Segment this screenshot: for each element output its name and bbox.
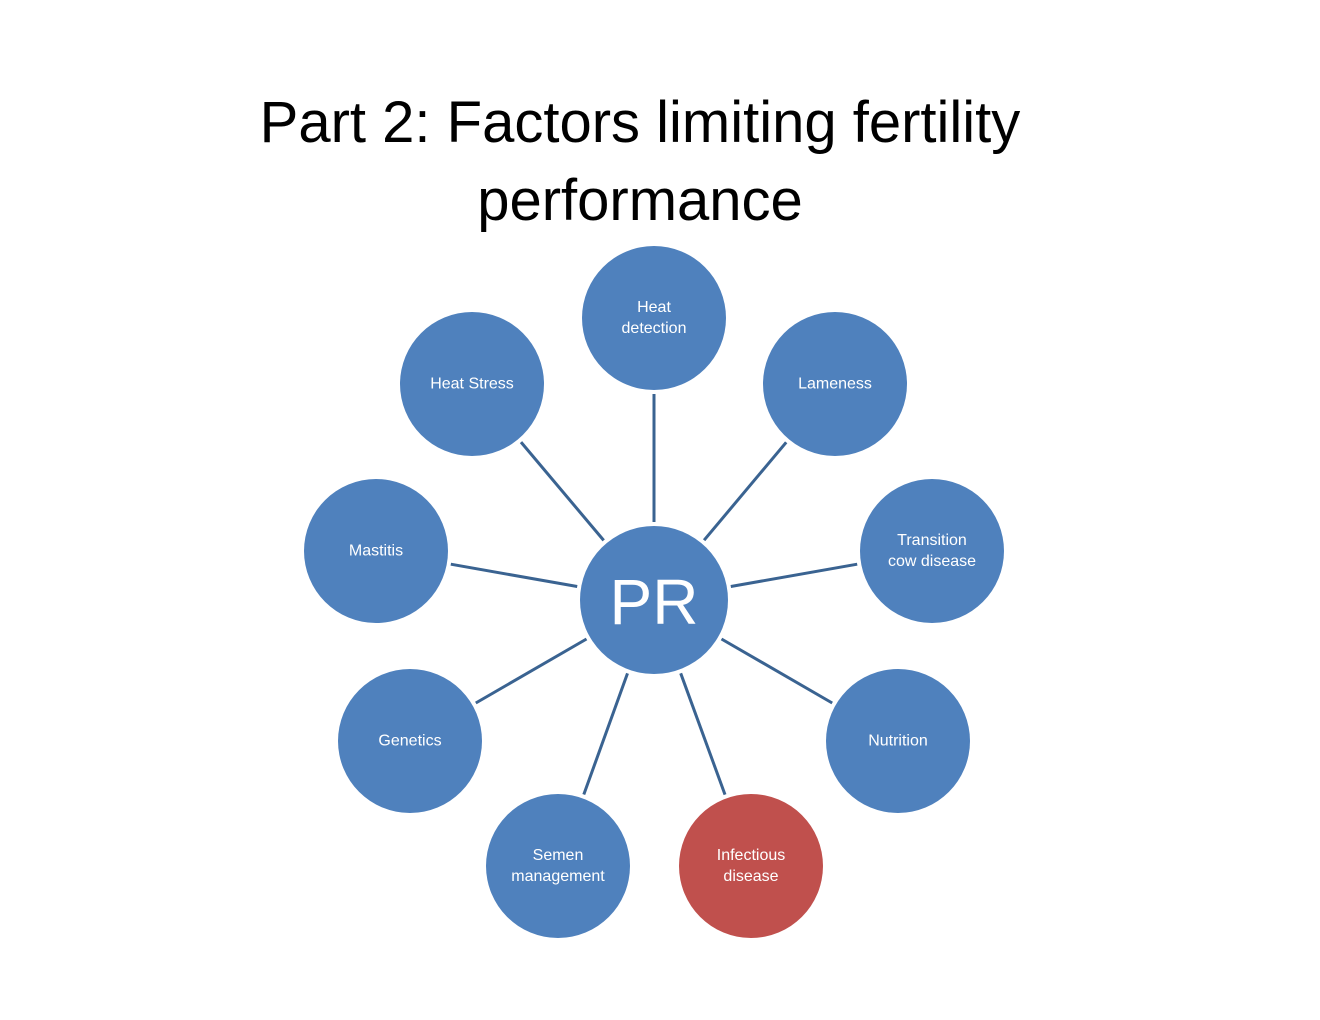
node-label-transition-cow-disease: cow disease <box>888 553 976 570</box>
node-label-nutrition: Nutrition <box>868 733 928 750</box>
node-heat-stress: Heat Stress <box>400 312 544 456</box>
connectors <box>450 394 858 796</box>
title-line-2: performance <box>477 168 803 233</box>
node-label-infectious-disease: Infectious <box>717 847 785 864</box>
center-node: PR <box>580 526 728 674</box>
node-label-transition-cow-disease: Transition <box>897 532 967 549</box>
node-circle-mastitis <box>304 479 448 623</box>
node-label-semen-management: Semen <box>533 847 584 864</box>
node-circle-lameness <box>763 312 907 456</box>
node-label-semen-management: management <box>511 868 605 885</box>
node-infectious-disease: Infectious disease <box>679 794 823 938</box>
connector-heat-stress <box>519 441 605 542</box>
node-label-mastitis: Mastitis <box>349 543 403 560</box>
center-label: PR <box>610 566 699 638</box>
node-genetics: Genetics <box>338 669 482 813</box>
node-circle-semen-management <box>486 794 630 938</box>
node-circle-nutrition <box>826 669 970 813</box>
node-lameness: Lameness <box>763 312 907 456</box>
node-label-genetics: Genetics <box>378 733 441 750</box>
node-circle-transition-cow-disease <box>860 479 1004 623</box>
node-heat-detection: Heat detection <box>582 246 726 390</box>
title-line-1: Part 2: Factors limiting fertility <box>259 90 1021 155</box>
node-label-heat-detection: detection <box>622 320 687 337</box>
node-circle-heat-detection <box>582 246 726 390</box>
node-mastitis: Mastitis <box>304 479 448 623</box>
connector-lameness <box>702 441 788 542</box>
node-transition-cow-disease: Transition cow disease <box>860 479 1004 623</box>
center-circle <box>580 526 728 674</box>
node-label-heat-detection: Heat <box>637 299 671 316</box>
node-circle-genetics <box>338 669 482 813</box>
node-semen-management: Semen management <box>486 794 630 938</box>
node-circle-heat-stress <box>400 312 544 456</box>
slide-title: Part 2: Factors limiting fertility perfo… <box>160 84 1120 240</box>
node-circle-infectious-disease <box>679 794 823 938</box>
connector-transition-cow-disease <box>730 562 858 588</box>
node-nutrition: Nutrition <box>826 669 970 813</box>
connector-mastitis <box>450 562 578 588</box>
connector-infectious-disease <box>679 672 727 796</box>
node-label-infectious-disease: disease <box>723 868 778 885</box>
node-label-heat-stress: Heat Stress <box>430 376 514 393</box>
connector-semen-management <box>582 672 629 796</box>
connector-genetics <box>475 637 588 705</box>
node-label-lameness: Lameness <box>798 376 872 393</box>
connector-nutrition <box>720 637 833 705</box>
